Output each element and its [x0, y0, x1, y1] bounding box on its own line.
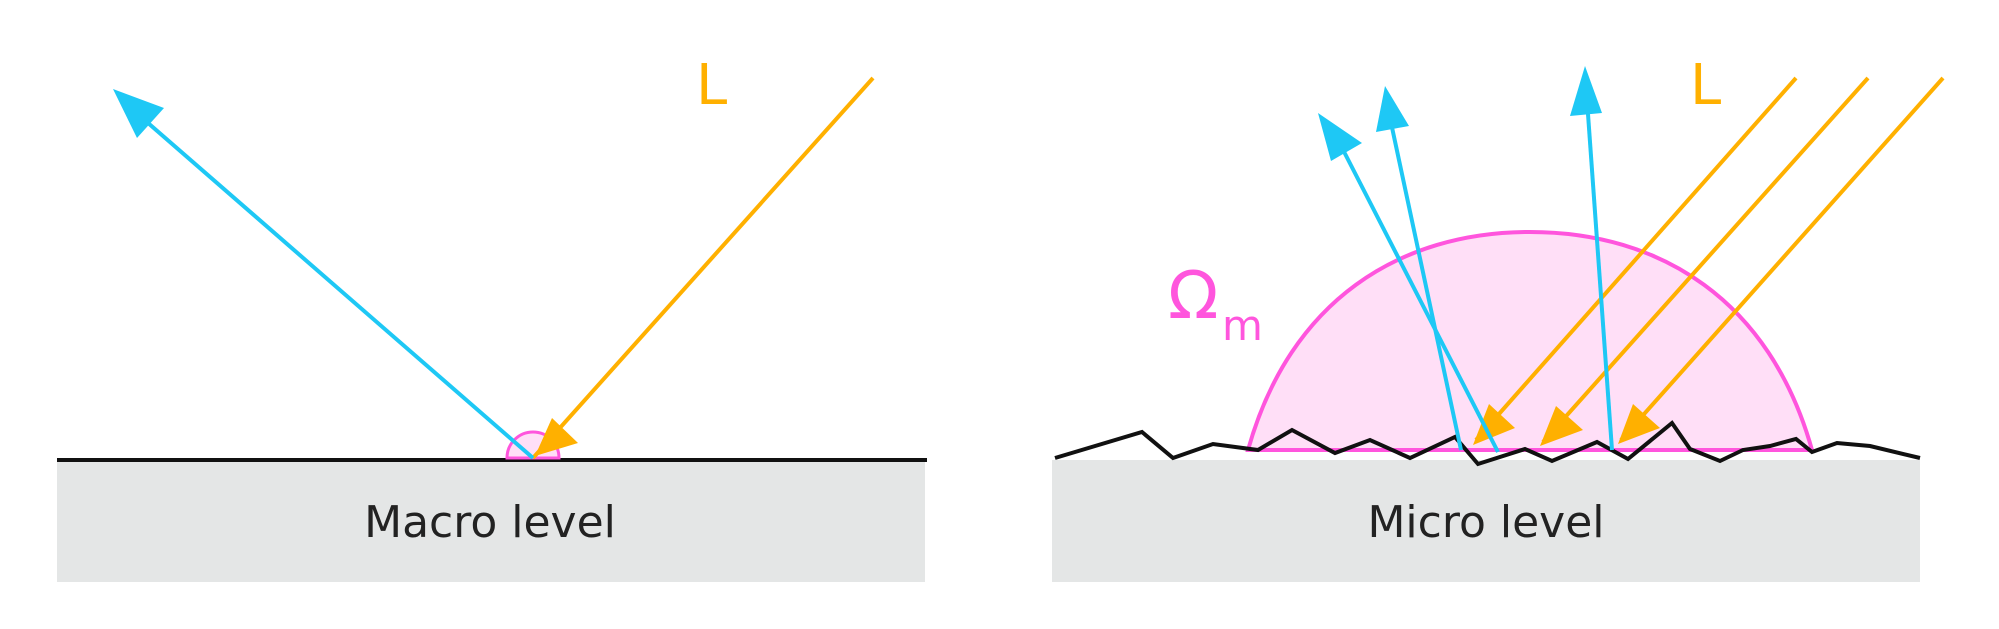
micro-incident-arrowhead-1 [1473, 404, 1515, 445]
macro-surface-block [57, 460, 925, 582]
micro-reflected-arrowhead-3 [1570, 66, 1602, 116]
micro-incident-arrowhead-2 [1540, 406, 1583, 446]
micro-incident-ray-2 [1541, 76, 1870, 444]
macro-incident-arrowhead [535, 418, 578, 456]
macro-caption: Macro level [364, 497, 616, 548]
omega-subscript: m [1222, 301, 1263, 350]
macro-reflected-ray [138, 114, 535, 460]
omega-label: Ω m [1168, 257, 1263, 350]
micro-reflected-arrowhead-1 [1318, 113, 1362, 161]
micro-reflected-arrowhead-2 [1376, 86, 1409, 132]
omega-symbol: Ω [1168, 257, 1218, 334]
macro-incident-ray [531, 76, 875, 460]
micro-incident-arrowhead-3 [1618, 404, 1660, 444]
micro-reflected-ray-3 [1585, 99, 1614, 451]
micro-incident-ray-1 [1474, 76, 1798, 442]
micro-light-label: L [1690, 53, 1721, 118]
micro-reflected-ray-1 [1336, 139, 1500, 453]
micro-surface-block [1052, 460, 1920, 582]
micro-hemisphere [1245, 229, 1815, 452]
micro-reflected-ray-2 [1388, 117, 1463, 451]
micro-panel: L Ω m Micro level [1052, 53, 1945, 582]
micro-caption: Micro level [1367, 497, 1604, 548]
macro-reflected-arrowhead [113, 89, 164, 138]
macro-panel: L Macro level [57, 53, 927, 582]
macro-light-label: L [696, 53, 727, 118]
micro-incident-ray-3 [1619, 76, 1945, 442]
micro-surface-line [1054, 420, 1921, 467]
